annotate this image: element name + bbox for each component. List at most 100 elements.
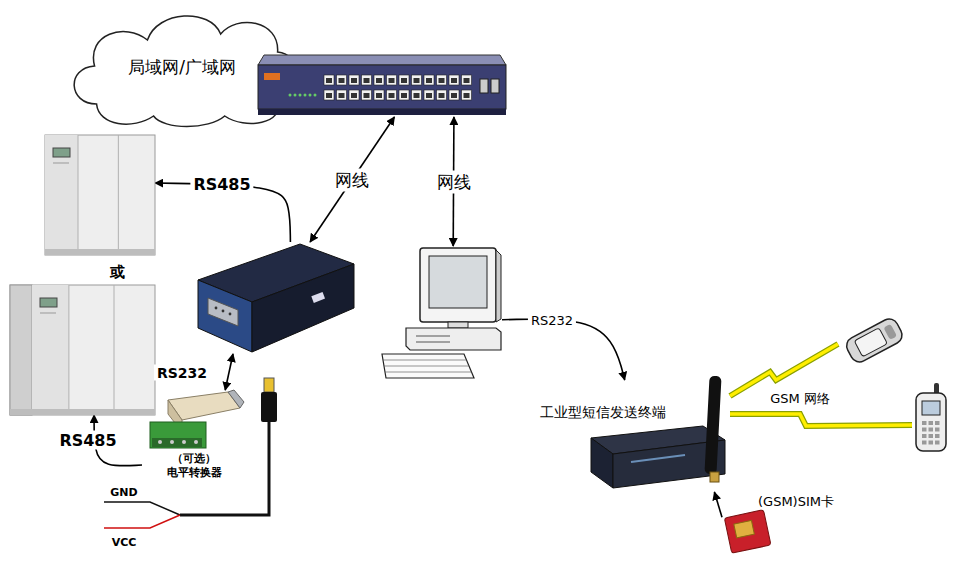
network-switch-figure-part (299, 94, 302, 97)
ups-cabinet-figure-part (114, 285, 115, 415)
mobile-phone-figure-part-part (854, 328, 887, 357)
ups-cabinet-figure-part (40, 313, 56, 314)
mobile-phone-figure-part (922, 421, 927, 425)
computer-figure-part (420, 248, 496, 322)
ups-cabinet-figure-part (45, 135, 78, 255)
gnd-wire (104, 502, 180, 515)
network-switch-figure-part (339, 93, 345, 98)
network-switch-figure-part (426, 93, 432, 98)
network-switch-figure-part (399, 75, 409, 85)
computer-figure-part (406, 328, 501, 350)
bolt-outline (730, 344, 838, 396)
network-switch-figure-part (451, 93, 457, 98)
network-switch-figure-part (339, 78, 345, 83)
mobile-phone-figure (912, 383, 952, 453)
mobile-phone-figure-part (844, 316, 906, 365)
computer-figure-part (385, 372, 472, 373)
network-switch-figure-part (424, 90, 434, 100)
sms-terminal-figure (535, 380, 730, 492)
bolt-fill (730, 344, 838, 396)
connector-label: GSM 网络 (767, 390, 833, 408)
network-switch-figure-part (439, 78, 445, 83)
network-switch-figure-part (387, 75, 397, 85)
network-switch-figure-part (449, 75, 459, 85)
network-switch-figure-part (464, 93, 470, 98)
network-switch-figure-part (376, 93, 382, 98)
mobile-phone-figure-part (929, 428, 934, 432)
network-switch-figure-part (309, 94, 312, 97)
network-switch-figure-part (324, 90, 334, 100)
cable-connector (310, 117, 394, 242)
level-converter-figure-part (170, 440, 174, 444)
mobile-phone-figure-part (929, 441, 934, 445)
level-converter-figure-part (228, 390, 244, 408)
network-switch-figure-part (387, 90, 397, 100)
edge-label-holder: RS485 (190, 175, 253, 194)
network-switch-figure-part (462, 75, 472, 85)
ups-cabinet-figure-part (45, 135, 155, 255)
network-switch-figure-part (351, 78, 357, 83)
network-switch-figure-part (351, 93, 357, 98)
ups-cabinet (10, 285, 155, 415)
network-switch-figure-part (374, 75, 384, 85)
network-switch-figure-part (491, 79, 499, 93)
node-label: （可选） 电平转换器 (158, 452, 230, 481)
label-holder: VCC (109, 531, 140, 550)
ups-cabinet-figure-part (10, 285, 155, 415)
network-switch-figure-part (376, 78, 382, 83)
network-switch-figure-part (258, 55, 506, 65)
connector-label: RS232 (154, 365, 210, 381)
cable-connector (225, 354, 233, 390)
vcc-wire (104, 515, 180, 528)
network-switch-figure-part (258, 65, 506, 109)
level-converter: （可选） 电平转换器 (142, 390, 246, 490)
network-converter-figure-part (198, 280, 252, 352)
ups-cabinet-figure-part (10, 285, 32, 415)
network-switch-figure-part (480, 79, 488, 93)
sms-terminal-figure-part (591, 438, 613, 488)
plug-body (261, 392, 277, 422)
ups-cabinet (45, 135, 155, 255)
bolt-outline (730, 414, 912, 426)
network-switch-figure-part (464, 78, 470, 83)
network-switch-figure (258, 55, 506, 117)
network-switch-figure-part (412, 75, 422, 85)
sms-terminal-figure-part (710, 472, 719, 482)
network-switch-figure-part (374, 90, 384, 100)
level-converter-figure-part (152, 438, 202, 447)
computer-figure-part (382, 354, 474, 378)
network-converter (192, 242, 356, 354)
network-switch-figure-part (399, 90, 409, 100)
computer-figure-part (384, 366, 469, 367)
computer-figure-part (416, 342, 450, 343)
sms-terminal: 工业型短信发送终端 (535, 380, 730, 492)
ups-cabinet-figure-part (45, 249, 155, 255)
cable-connector (714, 492, 722, 517)
mobile-phone-figure-part (929, 421, 934, 425)
computer-figure-part (429, 256, 487, 308)
edge-label-holder: GSM 网络 (767, 388, 833, 408)
network-switch-figure-part (304, 94, 307, 97)
network-switch-figure-part (294, 94, 297, 97)
network-switch-figure-part (401, 78, 407, 83)
computer (380, 246, 502, 380)
network-switch-figure-part (349, 90, 359, 100)
network-converter-figure-part (222, 310, 225, 313)
signal-name: VCC (109, 536, 140, 549)
sms-terminal-figure-part (704, 376, 721, 474)
connector-label: RS485 (190, 175, 253, 194)
mobile-phone-figure-part (922, 401, 940, 415)
network-switch-figure-part (389, 78, 395, 83)
plug-tip (264, 378, 274, 392)
computer-figure-part (383, 360, 467, 361)
wireless-link (730, 344, 838, 396)
network-switch-figure-part (364, 93, 370, 98)
network-switch-figure-part (437, 90, 447, 100)
mobile-phone-figure-part (935, 428, 940, 432)
network-switch-figure-part (264, 73, 280, 80)
level-converter-figure-part (182, 440, 186, 444)
connector-label: RS232 (528, 313, 576, 328)
network-switch-figure-part (337, 90, 347, 100)
mobile-phone (838, 308, 908, 368)
ups-cabinet-figure (45, 135, 155, 255)
